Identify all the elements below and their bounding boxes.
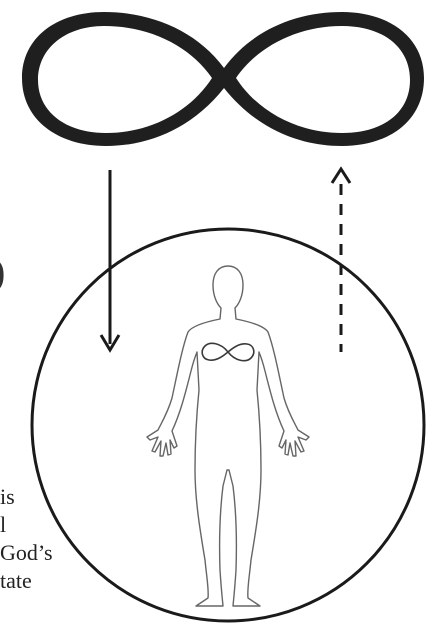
text-fragment-line-3: God’s bbox=[0, 541, 53, 565]
heart-infinity-icon bbox=[202, 343, 254, 360]
arrowhead-up bbox=[332, 169, 350, 183]
text-fragment-line-2: l bbox=[0, 513, 6, 537]
human-figure-icon bbox=[147, 266, 309, 606]
text-fragment-line-1: is bbox=[0, 485, 15, 509]
infinity-icon bbox=[22, 12, 424, 146]
text-fragment-line-4: tate bbox=[0, 569, 32, 593]
solid-arrow-down bbox=[101, 170, 119, 350]
human-circle bbox=[32, 229, 424, 621]
bracket-fragment: ) bbox=[0, 248, 5, 295]
